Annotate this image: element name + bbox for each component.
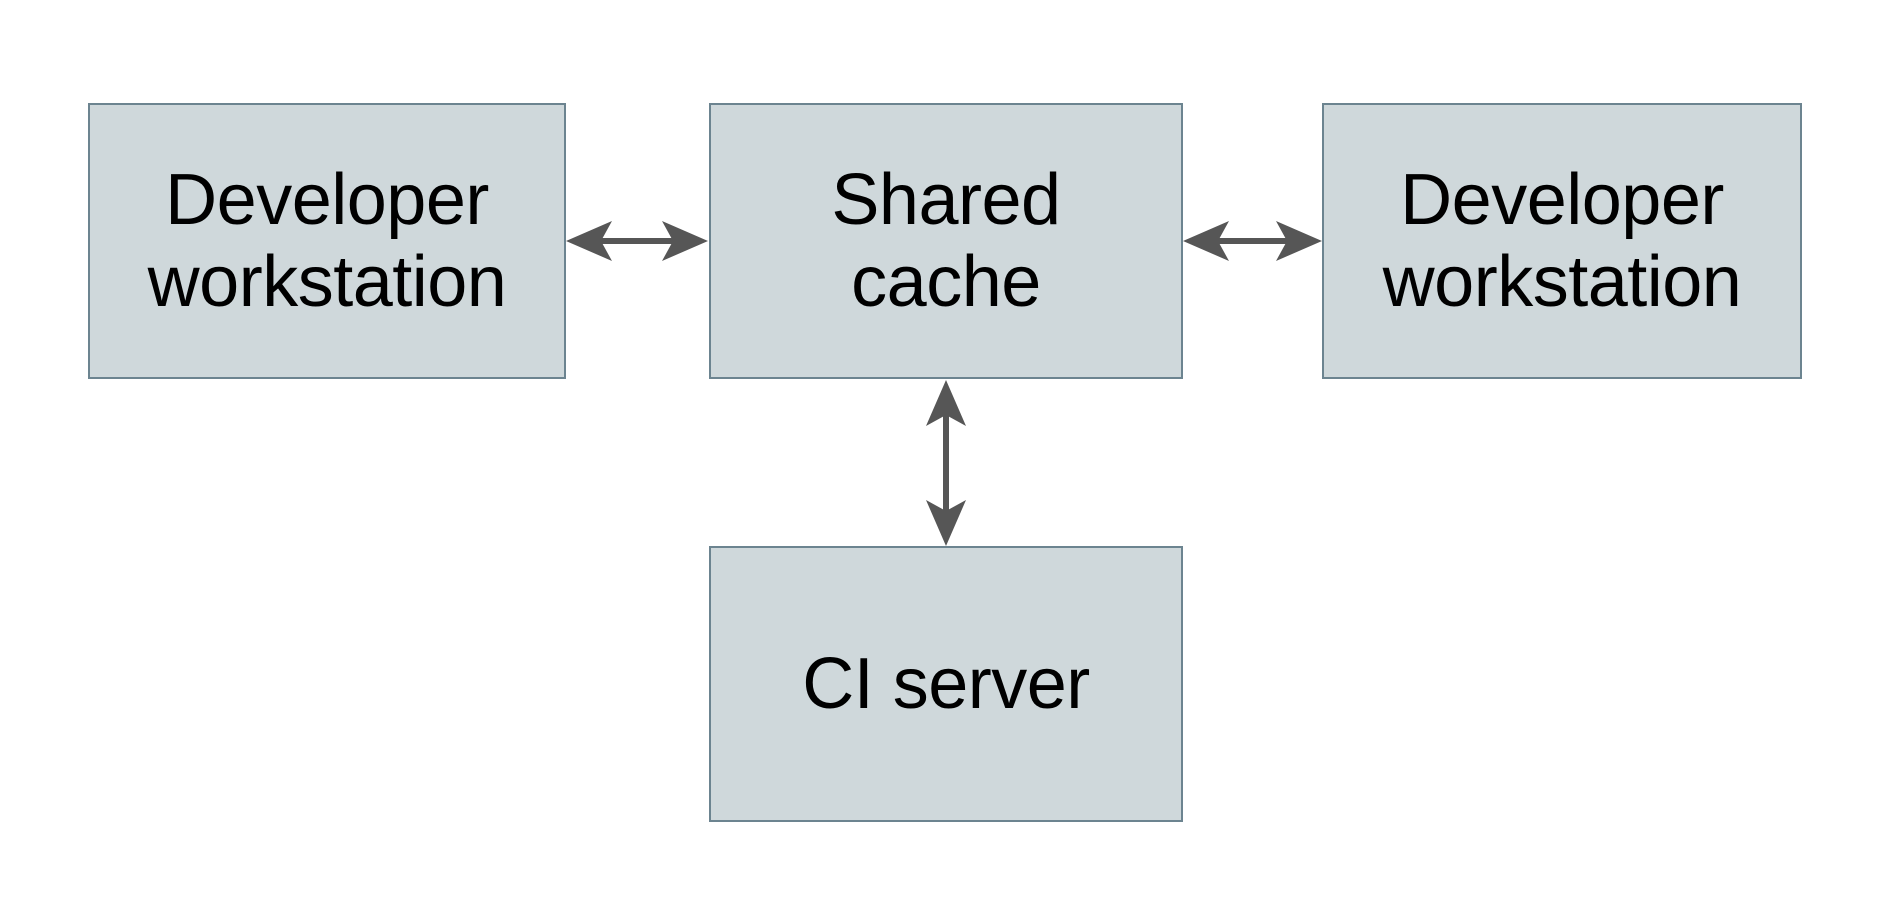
node-ci-server[interactable]: CI server: [709, 546, 1183, 822]
edge-shared-cache-to-ci-server: [926, 380, 966, 546]
arrowhead-left: [1183, 221, 1229, 261]
edge-left-workstation-to-shared-cache: [566, 221, 708, 261]
node-label: Shared cache: [831, 160, 1061, 322]
arrowhead-right: [662, 221, 708, 261]
arrowhead-down: [926, 500, 966, 546]
node-developer-workstation-left[interactable]: Developer workstation: [88, 103, 566, 379]
arrowhead-right: [1276, 221, 1322, 261]
node-developer-workstation-right[interactable]: Developer workstation: [1322, 103, 1802, 379]
node-shared-cache[interactable]: Shared cache: [709, 103, 1183, 379]
edge-shared-cache-to-right-workstation: [1183, 221, 1322, 261]
node-label: CI server: [802, 644, 1090, 724]
node-label: Developer workstation: [1382, 160, 1742, 322]
node-label: Developer workstation: [147, 160, 507, 322]
arrowhead-up: [926, 380, 966, 426]
arrowhead-left: [566, 221, 612, 261]
